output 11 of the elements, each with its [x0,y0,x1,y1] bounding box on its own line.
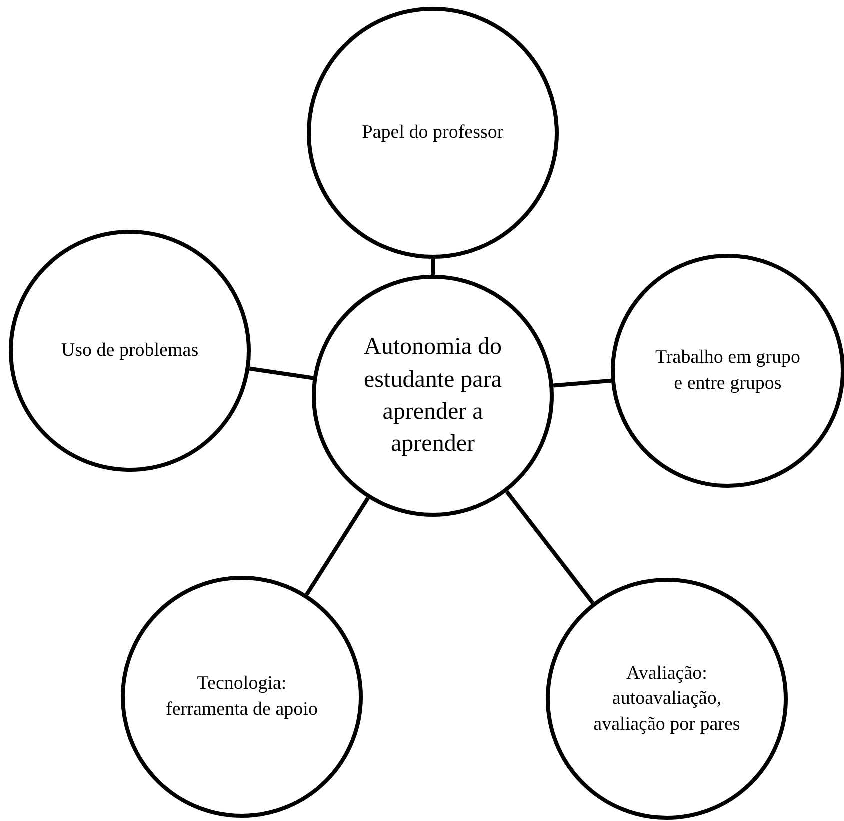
topic-label: Uso de problemas [60,339,200,364]
topic-label: Avaliação: autoavaliação, avaliação por pares [592,662,742,737]
connector-line [431,259,435,275]
connector-line [305,497,370,596]
connector-line [505,490,595,604]
connector-line [249,366,314,380]
topic-label: Trabalho em grupo e entre grupos [654,346,802,396]
topic-label: Tecnologia: ferramenta de apoio [165,672,319,722]
topic-label: Papel do professor [361,121,505,146]
connector-line [553,378,612,388]
topic-label: Autonomia do estudante para aprender a aprender [363,333,503,460]
